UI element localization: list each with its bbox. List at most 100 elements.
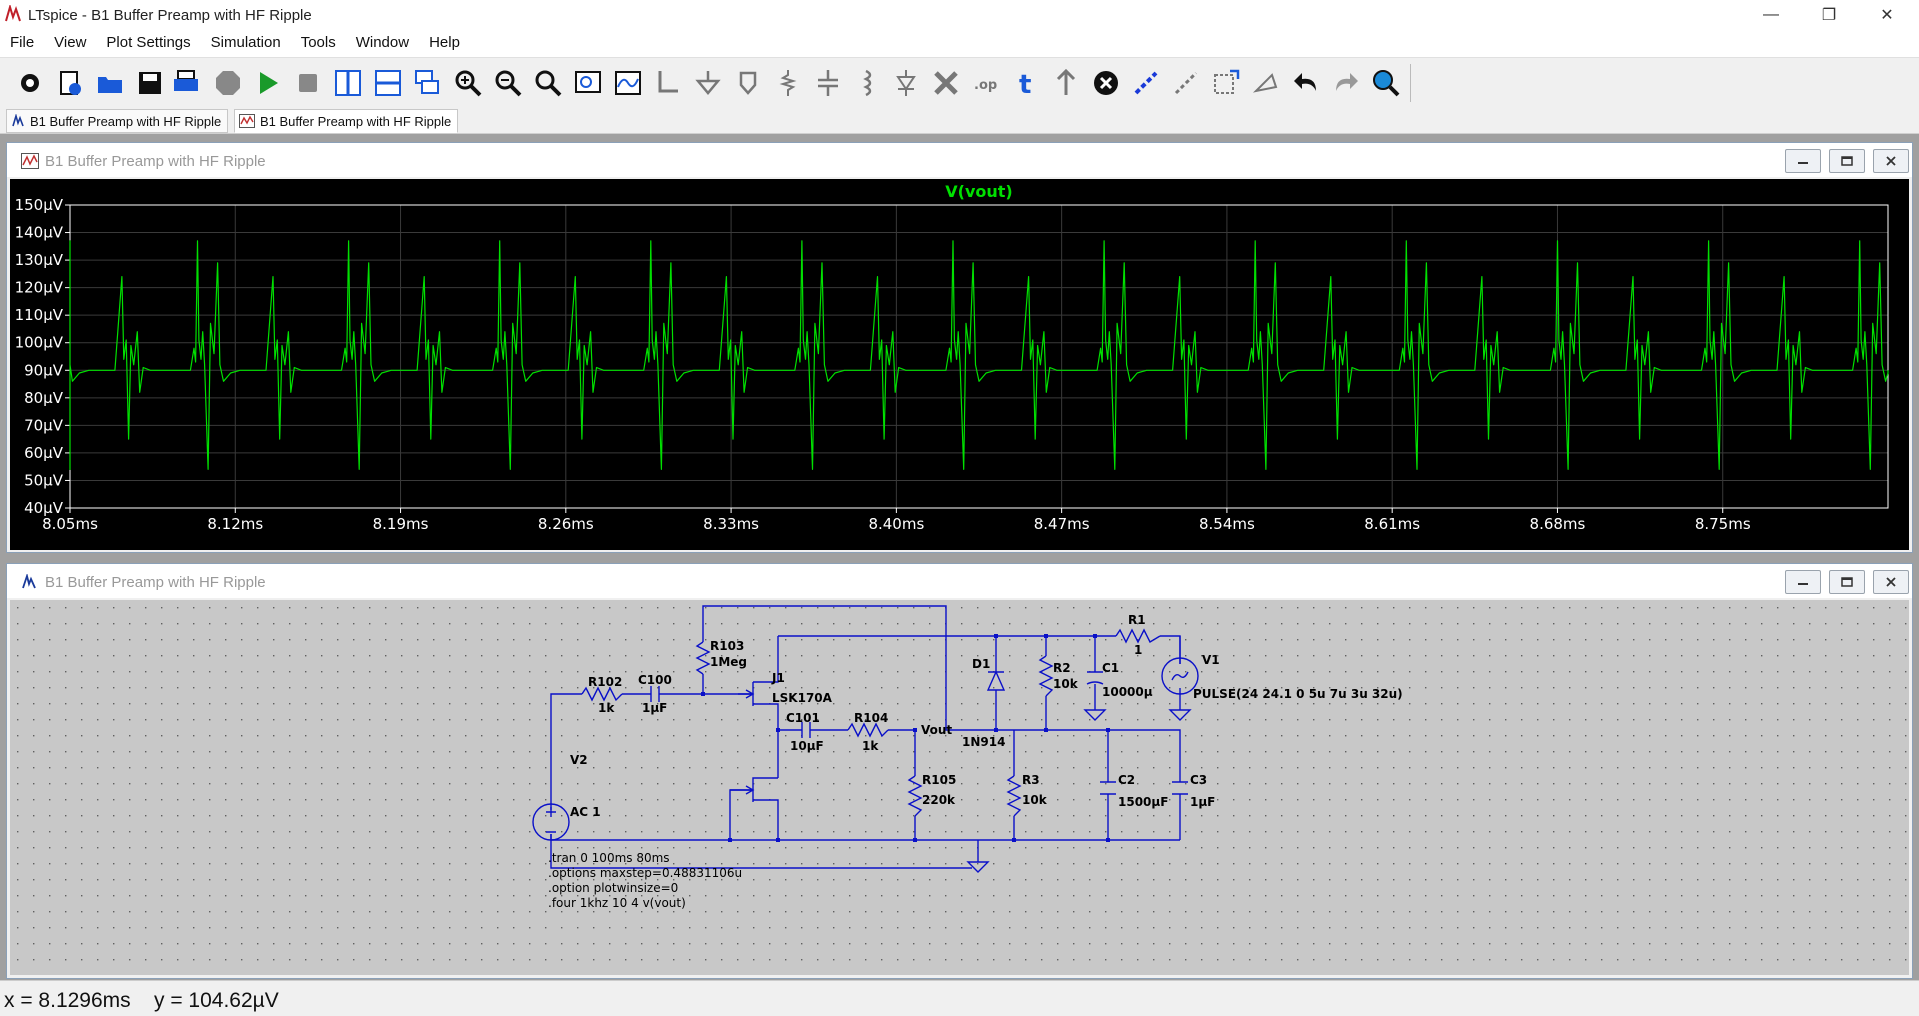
zoom-extents-button[interactable] [572,67,604,99]
move-button[interactable] [1050,67,1082,99]
schematic-r105-value[interactable]: 220k [922,793,956,807]
cascade-button[interactable] [412,67,444,99]
halt-button[interactable] [212,67,244,99]
schematic-r2-value[interactable]: 10k [1053,677,1079,691]
menu-view[interactable]: View [54,34,87,51]
schematic-r1-value[interactable]: 1 [1134,643,1142,657]
waveform-minimize-button[interactable] [1785,149,1821,173]
schematic-c3-value[interactable]: 1µF [1190,795,1215,809]
tab-waveform[interactable]: B1 Buffer Preamp with HF Ripple [234,109,459,133]
schematic-r102-id[interactable]: R102 [588,675,622,689]
schematic-v1-value[interactable]: PULSE(24 24.1 0 5u 7u 3u 32u) [1193,687,1403,701]
spice-directive[interactable]: .tran 0 100ms 80ms [548,851,670,865]
capacitor-button[interactable] [812,67,844,99]
text-button[interactable]: t [1010,67,1042,99]
schematic-r1-id[interactable]: R1 [1128,613,1146,627]
zoom-out-button[interactable] [492,67,524,99]
rotate-button[interactable] [1210,67,1242,99]
net-label-vout[interactable]: Vout [921,723,952,737]
schematic-maximize-button[interactable] [1829,570,1865,594]
close-button[interactable]: ✕ [1864,0,1910,30]
redo-button[interactable] [1330,67,1362,99]
schematic-c101-value[interactable]: 10µF [790,739,824,753]
schematic-v2-value[interactable]: AC 1 [570,805,601,819]
schematic-v1-id[interactable]: V1 [1202,653,1220,667]
schematic-d1-value[interactable]: 1N914 [962,735,1005,749]
schematic-r105-id[interactable]: R105 [922,773,956,787]
waveform-close-button[interactable] [1873,149,1909,173]
tab-schematic[interactable]: B1 Buffer Preamp with HF Ripple [6,109,229,133]
schematic-r104-id[interactable]: R104 [854,711,888,725]
zoom-fit-button[interactable] [532,67,564,99]
spice-directive[interactable]: .options maxstep=0.48831106u [548,866,742,880]
zoom-in-button[interactable] [452,67,484,99]
mirror-button[interactable] [1250,67,1282,99]
drag-button[interactable] [1170,67,1202,99]
autorange-button[interactable] [612,67,644,99]
schematic-minimize-button[interactable] [1785,570,1821,594]
spice-directive[interactable]: .option plotwinsize=0 [548,881,678,895]
minimize-button[interactable]: — [1748,0,1794,30]
menu-tools[interactable]: Tools [300,34,336,51]
find-button[interactable] [1370,67,1402,99]
waveform-window-titlebar[interactable]: B1 Buffer Preamp with HF Ripple [7,143,1912,177]
label-net-button[interactable] [732,67,764,99]
ground-icon [695,71,721,95]
duplicate-button[interactable] [1130,67,1162,99]
menu-simulation[interactable]: Simulation [210,34,281,51]
schematic-r103-value[interactable]: 1Meg [710,655,747,669]
schematic-window-titlebar[interactable]: B1 Buffer Preamp with HF Ripple [7,564,1912,598]
schematic-v2-id[interactable]: V2 [570,753,588,767]
schematic-c2-value[interactable]: 1500µF [1118,795,1168,809]
inductor-button[interactable] [852,67,884,99]
stop-button[interactable] [292,67,324,99]
ground-button[interactable] [692,67,724,99]
menu-help[interactable]: Help [429,34,460,51]
schematic-c3-id[interactable]: C3 [1190,773,1207,787]
schematic-j1-id[interactable]: J1 [771,671,785,685]
menu-file[interactable]: File [10,34,35,51]
component-button[interactable] [930,67,962,99]
wire-button[interactable] [652,67,684,99]
diode-button[interactable] [890,67,922,99]
tile-horizontal-button[interactable] [372,67,404,99]
schematic-r3-id[interactable]: R3 [1022,773,1040,787]
tile-vertical-button[interactable] [332,67,364,99]
control-panel-button[interactable] [14,67,46,99]
schematic-c100-value[interactable]: 1µF [642,701,667,715]
y-tick-label: 100µV [15,334,64,352]
run-button[interactable] [252,67,284,99]
y-tick-label: 140µV [15,224,64,242]
schematic-c1-id[interactable]: C1 [1102,661,1119,675]
schematic-r2-id[interactable]: R2 [1053,661,1071,675]
resistor-button[interactable] [772,67,804,99]
schematic-close-button[interactable] [1873,570,1909,594]
waveform-plot[interactable]: 150µV140µV130µV120µV110µV100µV90µV80µV70… [10,179,1909,550]
schematic-r103-id[interactable]: R103 [710,639,744,653]
schematic-c101-id[interactable]: C101 [786,711,820,725]
save-button[interactable] [134,67,166,99]
waveform-maximize-button[interactable] [1829,149,1865,173]
schematic-r3-value[interactable]: 10k [1022,793,1048,807]
schematic-r102-value[interactable]: 1k [598,701,615,715]
save-icon [139,72,161,94]
spice-directive-button[interactable]: .op [970,67,1002,99]
schematic-c2-id[interactable]: C2 [1118,773,1135,787]
print-button[interactable] [170,67,202,99]
spice-directive[interactable]: .four 1khz 10 4 v(vout) [548,896,686,910]
resistor-icon [779,70,797,96]
menu-plot-settings[interactable]: Plot Settings [106,34,191,51]
schematic-j1-value[interactable]: LSK170A [772,691,833,705]
schematic-c100-id[interactable]: C100 [638,673,672,687]
new-schematic-button[interactable] [54,67,86,99]
restore-button[interactable]: ❐ [1806,0,1852,30]
open-button[interactable] [94,67,126,99]
delete-button[interactable] [1090,67,1122,99]
undo-button[interactable] [1290,67,1322,99]
schematic-r104-value[interactable]: 1k [862,739,879,753]
menu-window[interactable]: Window [355,34,410,51]
schematic-d1-id[interactable]: D1 [972,657,990,671]
schematic-c1-value[interactable]: 10000µ [1102,685,1153,699]
